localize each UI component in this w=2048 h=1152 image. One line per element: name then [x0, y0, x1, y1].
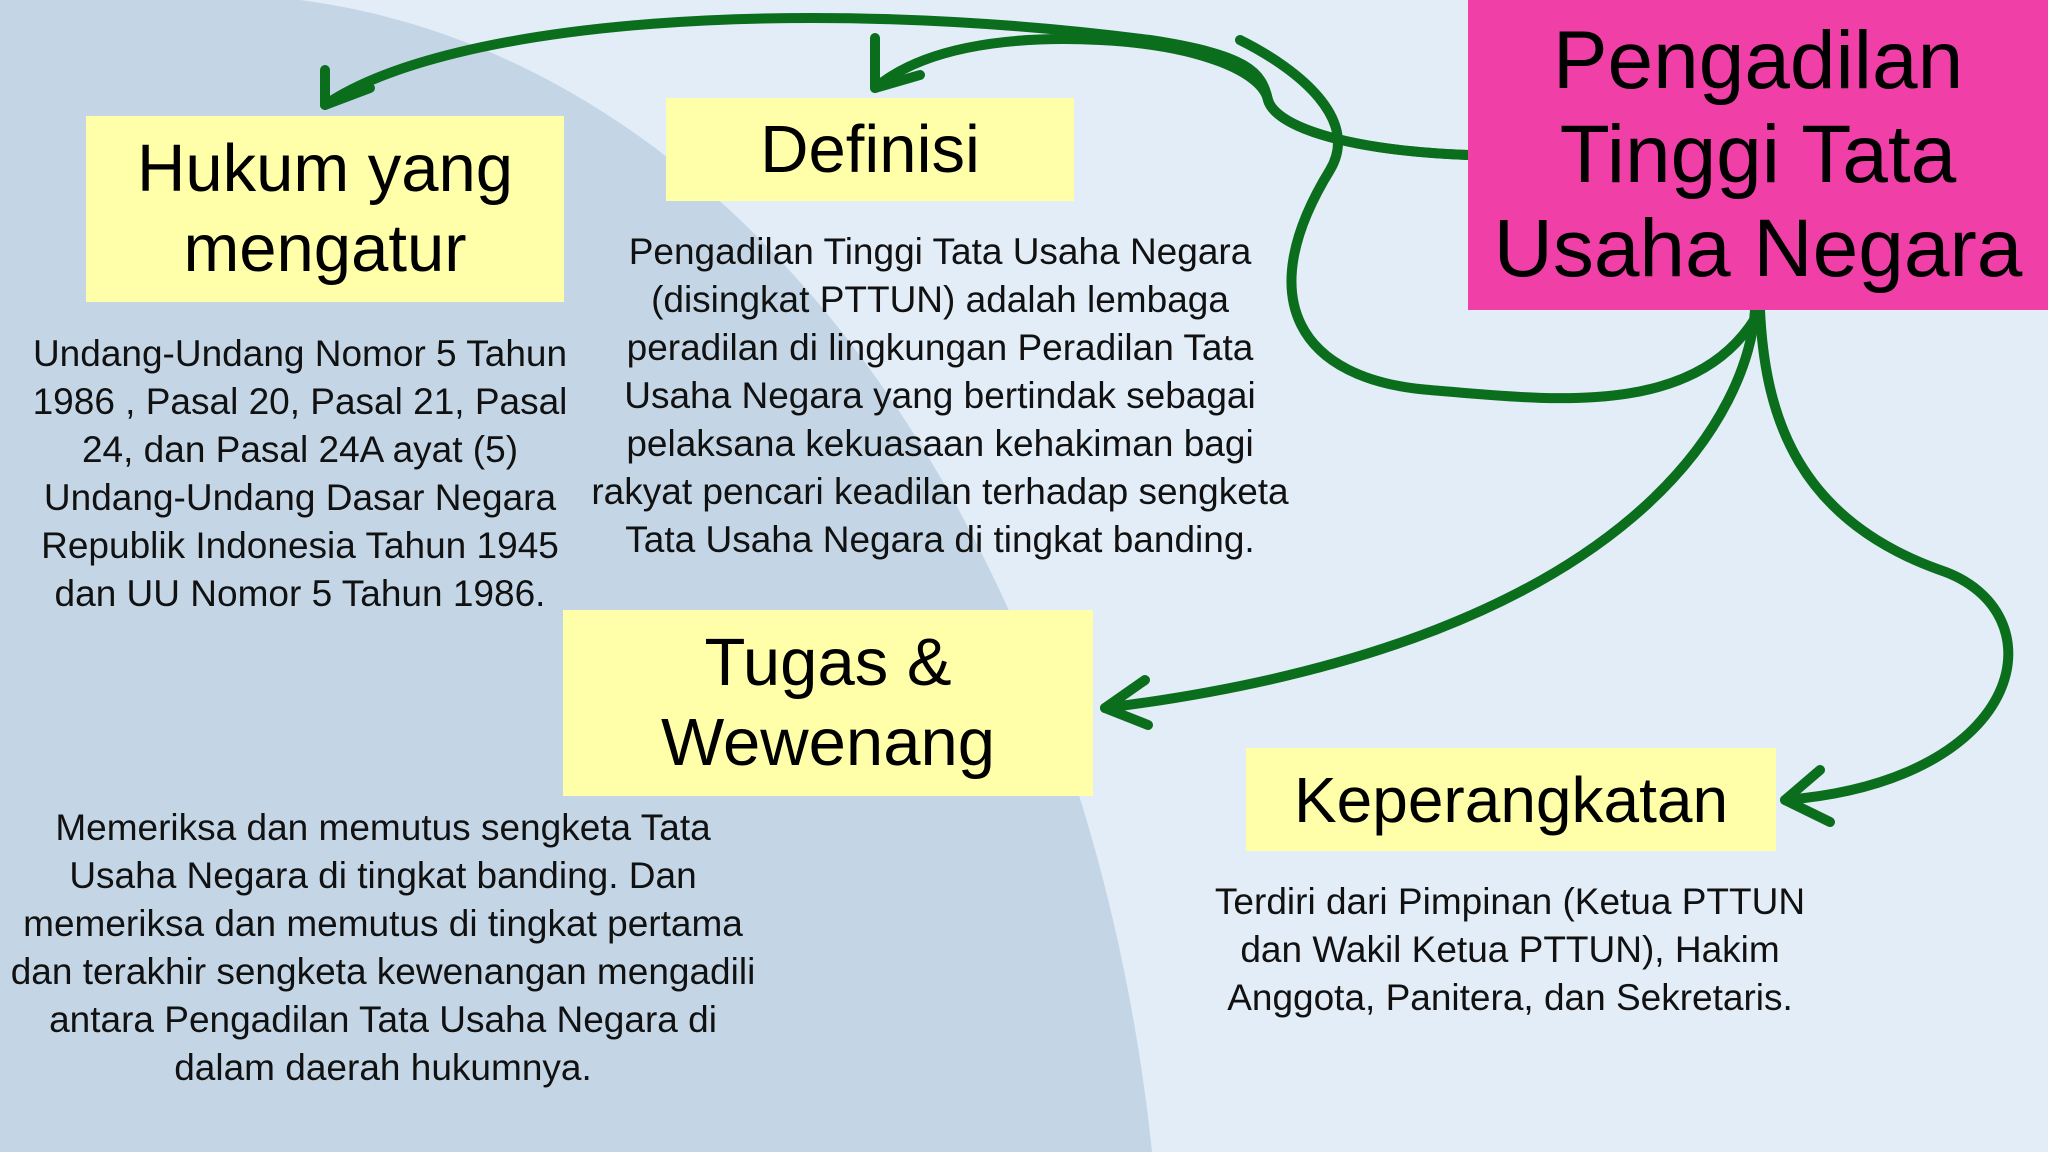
keperangkatan-title: Keperangkatan: [1293, 763, 1729, 836]
tugas-wewenang-box[interactable]: Tugas & Wewenang: [563, 610, 1093, 796]
definisi-box[interactable]: Definisi: [666, 98, 1074, 201]
arrow-to-keperangkatan-head: [1780, 765, 1835, 827]
arrow-to-hukum-head: [320, 65, 375, 110]
arrow-to-definisi: [870, 34, 1473, 160]
central-topic-label: Pengadilan Tinggi Tata Usaha Negara: [1493, 15, 2023, 294]
keperangkatan-description: Terdiri dari Pimpinan (Ketua PTTUN dan W…: [1214, 881, 1806, 1018]
central-topic-box[interactable]: Pengadilan Tinggi Tata Usaha Negara: [1468, 0, 2048, 310]
tugas-description: Memeriksa dan memutus sengketa Tata Usah…: [10, 807, 756, 1088]
arrow-to-tugas: [1100, 305, 1760, 713]
hukum-yang-mengatur-box[interactable]: Hukum yang mengatur: [86, 116, 564, 302]
arrow-to-tugas-head: [1100, 675, 1153, 730]
keperangkatan-box[interactable]: Keperangkatan: [1246, 748, 1776, 851]
arrow-to-keperangkatan: [1755, 305, 2014, 805]
definisi-description: Pengadilan Tinggi Tata Usaha Negara (dis…: [591, 231, 1289, 560]
hukum-title: Hukum yang mengatur: [136, 131, 514, 286]
arrow-to-definisi-head: [870, 33, 925, 93]
hukum-description: Undang-Undang Nomor 5 Tahun 1986 , Pasal…: [32, 333, 568, 614]
definisi-title: Definisi: [760, 112, 980, 187]
tugas-title: Tugas & Wewenang: [661, 625, 995, 780]
arrow-from-central-loop: [1235, 35, 1765, 404]
